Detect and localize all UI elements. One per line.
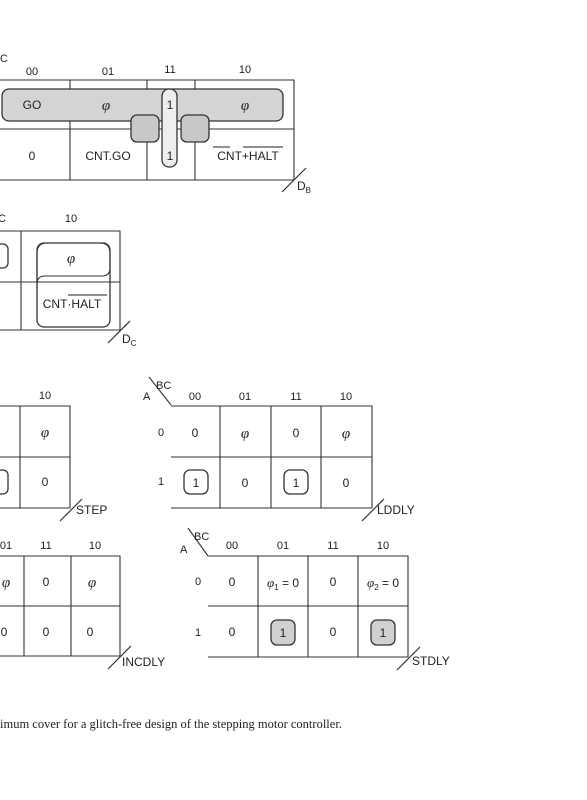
kmap-grid: [171, 405, 373, 509]
cell-r0-c10: φ: [342, 426, 350, 442]
cell-r1-c11: 1: [167, 149, 174, 163]
kmap-stdly: BC A 00 01 11 10 0 1 0 φ1 = 0 0 φ2 = 0 0…: [180, 527, 450, 671]
bc-label-partial: C: [0, 53, 8, 65]
output-tick: [396, 646, 421, 671]
cell-r0-c10: φ: [241, 98, 249, 114]
output-tick: [281, 167, 307, 193]
cell-r1-c10: 0: [42, 475, 49, 489]
cell-r0-c01: φ1 = 0: [267, 575, 299, 592]
cell-r0-c00: 0: [192, 426, 199, 440]
kmap-incdly: 01 11 10 φ 0 φ 0 0 0 INCDLY: [0, 540, 165, 670]
cell-r0-c11: 0: [330, 575, 337, 589]
corner-diagonal: [187, 527, 209, 557]
kmap-grid: [208, 555, 409, 658]
row-label-0: 0: [195, 576, 201, 588]
cell-r1-c00: 0: [229, 625, 236, 639]
cell-r0-c01: φ: [2, 575, 10, 591]
row-label-1: 1: [195, 627, 201, 639]
cell-r0-c10: φ: [41, 425, 49, 441]
col-label-10: 10: [239, 64, 251, 76]
a-label: A: [180, 544, 188, 556]
col-label-11: 11: [164, 64, 175, 76]
output-label: LDDLY: [377, 503, 415, 517]
col-label-00: 00: [189, 391, 201, 403]
kmap-db: C 00 01 11 10 GO φ 1 φ 0 CNT.GO 1 CNT+HA…: [0, 53, 311, 195]
cell-r0-c11: 1: [167, 98, 174, 112]
col-label-11: 11: [327, 540, 338, 552]
col-label-10: 10: [39, 390, 51, 402]
kmap-grid: [0, 230, 121, 331]
cell-r0-c01: φ: [102, 98, 110, 114]
col-label-00: 00: [226, 540, 238, 552]
col-label-10: 10: [89, 540, 101, 552]
bc-label-partial: C: [0, 213, 6, 225]
bc-label: BC: [194, 531, 209, 543]
bc-label: BC: [156, 380, 171, 392]
cell-r1-c11: 1: [293, 476, 300, 490]
group-loop-glitch-right: [180, 114, 210, 143]
group-loop-edge: [0, 243, 9, 269]
a-label: A: [143, 391, 151, 403]
cell-r0-c11: 0: [293, 426, 300, 440]
output-label: DC: [122, 332, 137, 348]
output-label: DB: [297, 179, 311, 195]
col-label-10: 10: [65, 213, 77, 225]
cell-r1-c11: 0: [330, 625, 337, 639]
group-loop-r1-c01: [270, 619, 296, 646]
kmap-step: 10 φ 0 STEP: [0, 390, 107, 522]
kmap-lddly: BC A 00 01 11 10 0 1 0 φ 0 φ 1 0 1 0 LDD…: [143, 376, 415, 522]
row-label-0: 0: [158, 427, 164, 439]
col-label-11: 11: [40, 540, 51, 552]
col-label-00: 00: [26, 66, 38, 78]
group-loop-r1-c10: [370, 619, 396, 646]
cell-r1-c10: CNT·HALT: [43, 297, 102, 311]
cell-r0-c00: 0: [229, 575, 236, 589]
group-loop-col11: [161, 88, 178, 168]
cell-r0-c10: φ: [88, 575, 96, 591]
cell-r0-c00: GO: [23, 98, 42, 112]
output-label: INCDLY: [122, 655, 165, 669]
col-label-01: 01: [277, 540, 289, 552]
group-loop-r1-c00: [183, 469, 209, 495]
group-loop-phi: [36, 242, 111, 290]
col-label-01: 01: [239, 391, 251, 403]
cell-r1-c00: 1: [193, 476, 200, 490]
cell-r0-c10: φ2 = 0: [367, 575, 399, 592]
figure-caption: imum cover for a glitch-free design of t…: [0, 717, 342, 731]
cell-r0-c01: φ: [241, 426, 249, 442]
cell-r1-c01: 0: [242, 476, 249, 490]
corner-diagonal: [148, 376, 172, 406]
cell-r1-c11: 0: [43, 625, 50, 639]
cell-r1-c10: 1: [380, 626, 387, 640]
output-tick: [107, 320, 131, 344]
cell-r1-c10: 0: [343, 476, 350, 490]
output-label: STDLY: [412, 654, 450, 668]
cell-r1-c01: 0: [1, 625, 8, 639]
row-label-1: 1: [158, 476, 164, 488]
output-label: STEP: [76, 503, 107, 517]
col-label-11: 11: [290, 391, 301, 403]
group-loop-edge: [0, 469, 9, 495]
cell-r0-c10: φ: [67, 251, 75, 267]
cell-r1-c10: 0: [87, 625, 94, 639]
kmap-grid: [0, 555, 121, 657]
col-label-10: 10: [340, 391, 352, 403]
cell-r0-c11: 0: [43, 575, 50, 589]
col-label-01: 01: [0, 540, 12, 552]
kmap-dc: C 10 φ CNT·HALT DC: [0, 213, 137, 348]
kmap-grid: [0, 405, 71, 509]
output-tick: [59, 498, 83, 522]
cell-r1-c01: CNT.GO: [85, 149, 130, 163]
col-label-01: 01: [102, 66, 114, 78]
cell-r1-c10: CNT+HALT: [217, 149, 279, 163]
group-loop-r1-c11: [283, 469, 309, 495]
cell-r1-c01: 1: [280, 626, 287, 640]
group-loop-glitch-left: [130, 114, 160, 143]
output-tick: [361, 498, 385, 522]
cell-r1-c00: 0: [29, 149, 36, 163]
output-tick: [107, 645, 132, 670]
col-label-10: 10: [377, 540, 389, 552]
